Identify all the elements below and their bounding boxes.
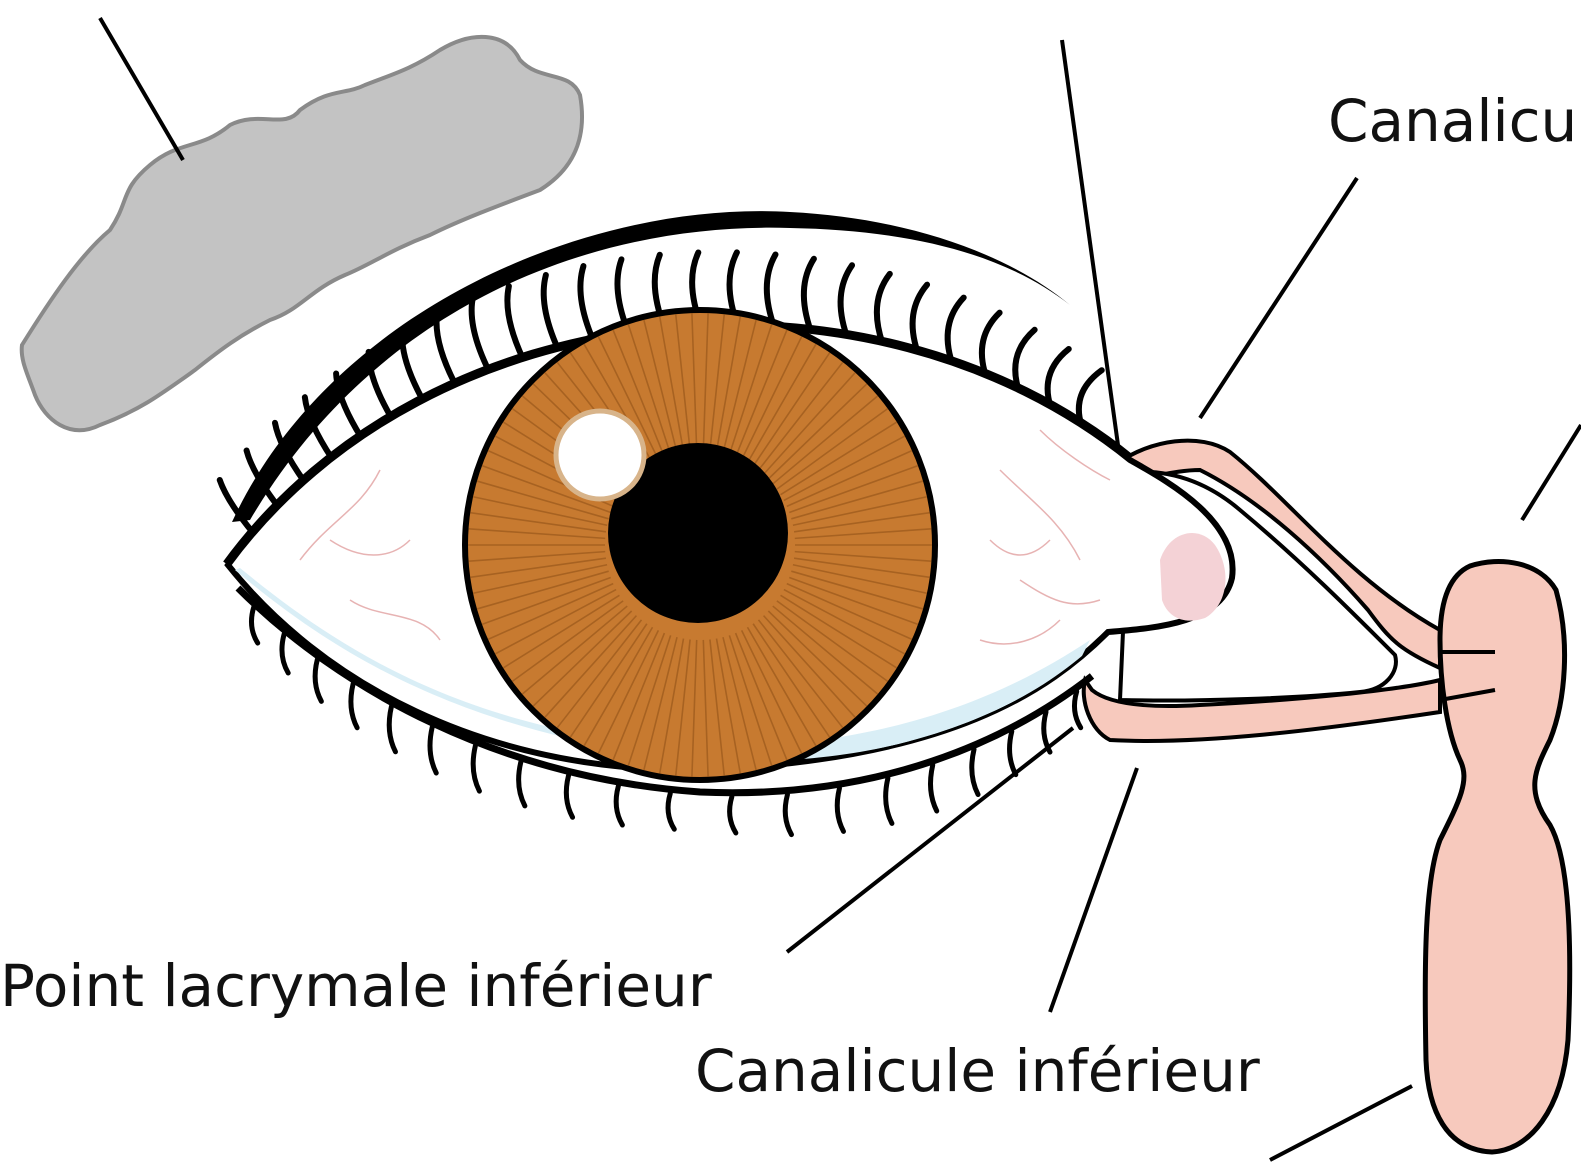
upper-lash (982, 313, 1000, 376)
lower-lash (931, 765, 937, 811)
upper-lash (1079, 370, 1102, 425)
lower-lash (1074, 691, 1080, 727)
upper-lash (948, 298, 964, 363)
pointer-line-gland (100, 18, 183, 160)
lower-lash (566, 775, 572, 817)
upper-lash (437, 315, 456, 385)
label-canalicule-superieur: Canalicu (1328, 92, 1577, 150)
upper-lash (1048, 349, 1069, 406)
label-point-lacrymal-inferieur: Point lacrymale inférieur (0, 957, 712, 1015)
lower-lash (351, 684, 357, 728)
pointer-line-canalicule-inferieur (1050, 768, 1137, 1012)
lower-lash (616, 786, 622, 825)
lower-lash (473, 746, 479, 792)
upper-lash (472, 299, 489, 370)
upper-lash (913, 285, 927, 352)
pointer-line-canal-nasal (1270, 1086, 1412, 1160)
lower-lash (389, 706, 395, 752)
lower-lash (730, 797, 736, 833)
label-canalicule-inferieur: Canalicule inférieur (695, 1042, 1260, 1100)
lower-lash (430, 727, 436, 773)
upper-lash (1015, 330, 1034, 390)
upper-lash (507, 286, 523, 359)
upper-lash (877, 274, 890, 343)
upper-lash (580, 266, 593, 340)
lower-lash (972, 749, 978, 794)
lower-lash (519, 762, 525, 806)
lower-lash (251, 607, 257, 643)
upper-lash (767, 254, 776, 327)
lower-lash (1010, 731, 1016, 774)
lower-lash (315, 659, 321, 701)
pointer-line-canalicule-superieur (1200, 178, 1357, 418)
upper-lash (402, 332, 423, 400)
lower-lash (837, 788, 843, 831)
lower-lash (668, 793, 674, 829)
eye-highlight (556, 411, 644, 499)
upper-lash (544, 275, 558, 349)
pointer-line-sac (1522, 425, 1581, 520)
lower-lash (282, 634, 288, 673)
lower-lash (886, 778, 892, 823)
upper-lash (841, 265, 852, 336)
lower-lash (1044, 712, 1050, 752)
upper-lash (804, 259, 814, 331)
caruncle (1160, 533, 1225, 621)
lower-lash (785, 794, 791, 834)
